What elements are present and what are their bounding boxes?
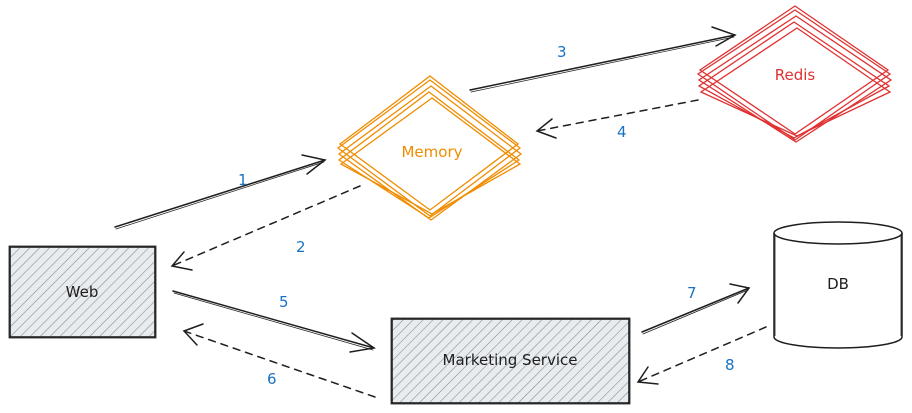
edge-5-label: 5 xyxy=(279,293,289,311)
edge-6-label: 6 xyxy=(267,370,277,388)
redis-label: Redis xyxy=(775,66,816,84)
edge-1-arrow xyxy=(114,154,327,230)
redis-node[interactable]: Redis xyxy=(696,5,893,143)
memory-node[interactable]: Memory xyxy=(336,75,523,221)
db-label: DB xyxy=(827,275,849,293)
edge-7-arrow xyxy=(641,283,751,335)
edge-7-label: 7 xyxy=(687,284,697,302)
web-label: Web xyxy=(66,283,99,301)
marketing-service-label: Marketing Service xyxy=(443,351,578,369)
edge-8-arrow xyxy=(636,326,767,385)
edge-3-label: 3 xyxy=(557,43,567,61)
edge-4-arrow xyxy=(535,99,699,139)
edge-6-arrow xyxy=(182,323,376,398)
edge-2-label: 2 xyxy=(296,238,306,256)
edge-4-label: 4 xyxy=(617,123,627,141)
edge-3-arrow xyxy=(469,26,737,93)
db-node[interactable]: DB xyxy=(773,221,903,349)
memory-label: Memory xyxy=(401,143,462,161)
edge-5-arrow xyxy=(172,290,376,353)
edge-8-label: 8 xyxy=(725,356,735,374)
edge-1-label: 1 xyxy=(238,171,248,189)
marketing-service-node[interactable]: Marketing Service xyxy=(390,317,631,405)
web-node[interactable]: Web xyxy=(8,245,157,339)
edge-2-arrow xyxy=(170,185,361,271)
